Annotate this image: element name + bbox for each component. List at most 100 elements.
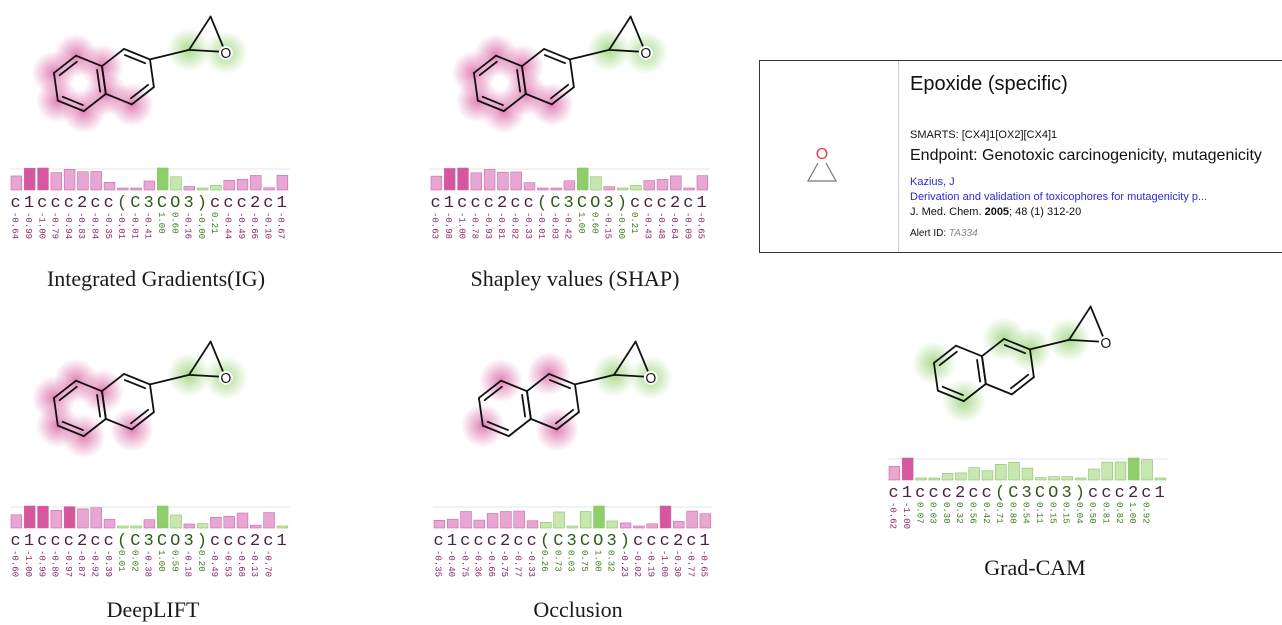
bond [526,373,550,393]
attribution-bar [540,521,552,529]
bond [476,99,505,113]
attribution-bars-shap: c-0.631-0.98c-1.00c-0.78c-0.932-0.81c-0.… [430,167,710,239]
token-label: ( [995,484,1005,503]
attribution-bar [696,175,709,191]
token-label: c [513,532,523,551]
attribution-bar [616,187,629,191]
attribution-value: 1.00 [576,212,586,234]
double-bond [123,54,147,65]
attribution-value: 0.11 [1034,502,1044,524]
attribution-bar [619,522,632,529]
token-label: c [928,484,938,503]
bond [473,54,497,74]
attribution-bar [686,510,698,529]
attribution-bar [1128,457,1140,481]
token-label: c [434,532,444,551]
attribution-value: -0.75 [499,550,509,577]
token-label: 2 [670,194,680,213]
alert-endpoint: Endpoint: Genotoxic carcinogenicity, mut… [910,147,1262,164]
oxygen-atom-label: O [639,44,652,61]
bond-epoxide [209,340,224,373]
molecule-occlusion: O [460,340,673,452]
double-bond [521,394,527,418]
attribution-bar [223,516,235,529]
attribution-bar [430,175,443,191]
attribution-bar [526,520,539,529]
attribution-value: 0.32 [606,550,616,572]
attribution-bar [941,473,954,481]
token-label: c [484,194,494,213]
bond-epoxide [608,48,641,53]
token-label: c [431,194,441,213]
attribution-value: 0.56 [967,502,977,524]
bond [130,411,155,431]
token-label: C [1008,484,1018,503]
double-bond [483,385,503,402]
bond [149,58,155,89]
token-label: ) [197,532,207,551]
bond [500,379,528,393]
attribution-bar [263,187,275,191]
double-bond [58,385,78,402]
token-label: c [210,532,220,551]
attribution-bar [550,187,562,191]
token-label: O [1048,484,1058,503]
token-label: c [470,194,480,213]
attribution-bar [673,521,685,529]
attribution-bar [593,505,605,529]
token-label: ( [540,532,550,551]
token-label: ) [1075,484,1085,503]
bond [981,338,1005,358]
bond [101,373,125,393]
token-label: ( [117,532,127,551]
attribution-bar [183,523,195,529]
epoxide-icon-label: O [816,146,828,163]
token-label: c [223,532,233,551]
token-label: O [170,194,180,213]
double-bond [486,420,509,431]
double-bond [481,95,504,106]
epoxide-icon: O [806,146,838,182]
token-label: c [11,194,21,213]
token-label: c [263,532,273,551]
token-label: 3 [1061,484,1071,503]
attribution-value: -0.00 [196,212,206,239]
attribution-bar [500,511,512,529]
attribution-value: -0.83 [76,212,86,239]
attribution-value: 0.20 [196,550,206,572]
bond [56,99,85,113]
oxygen-atom-label: O [644,369,657,386]
attribution-bar [457,167,469,191]
alert-title: Epoxide (specific) [910,73,1068,95]
attribution-value: -0.10 [262,212,272,239]
attribution-bar [276,525,289,529]
alert-paper-link[interactable]: Derivation and validation of toxicophore… [910,191,1208,203]
attribution-bar [510,171,522,191]
token-label: c [527,532,537,551]
token-label: c [473,532,483,551]
attribution-bar [223,180,235,191]
attribution-value: 0.26 [539,550,549,572]
double-bond [941,385,964,396]
token-label: C [580,532,590,551]
token-label: 3 [567,532,577,551]
attribution-value: -0.42 [563,212,573,239]
oxygen-bg [218,45,233,60]
attribution-bar [447,518,459,529]
bond-epoxide [634,340,649,373]
attribution-bar [902,457,914,481]
token-label: 2 [673,532,683,551]
attribution-value: -0.01 [536,212,546,239]
attribution-bar [497,171,509,191]
attribution-value: -0.33 [526,550,536,577]
attribution-value: -0.03 [549,212,559,239]
alert-author-link[interactable]: Kazius, J [910,176,955,188]
molecule-group: O [31,15,248,134]
token-label: 2 [77,194,87,213]
attribution-bar [10,514,23,529]
attribution-value: -0.77 [685,550,695,577]
token-label: 3 [183,532,193,551]
bond-epoxide [209,15,224,48]
token-label: 3 [144,194,154,213]
